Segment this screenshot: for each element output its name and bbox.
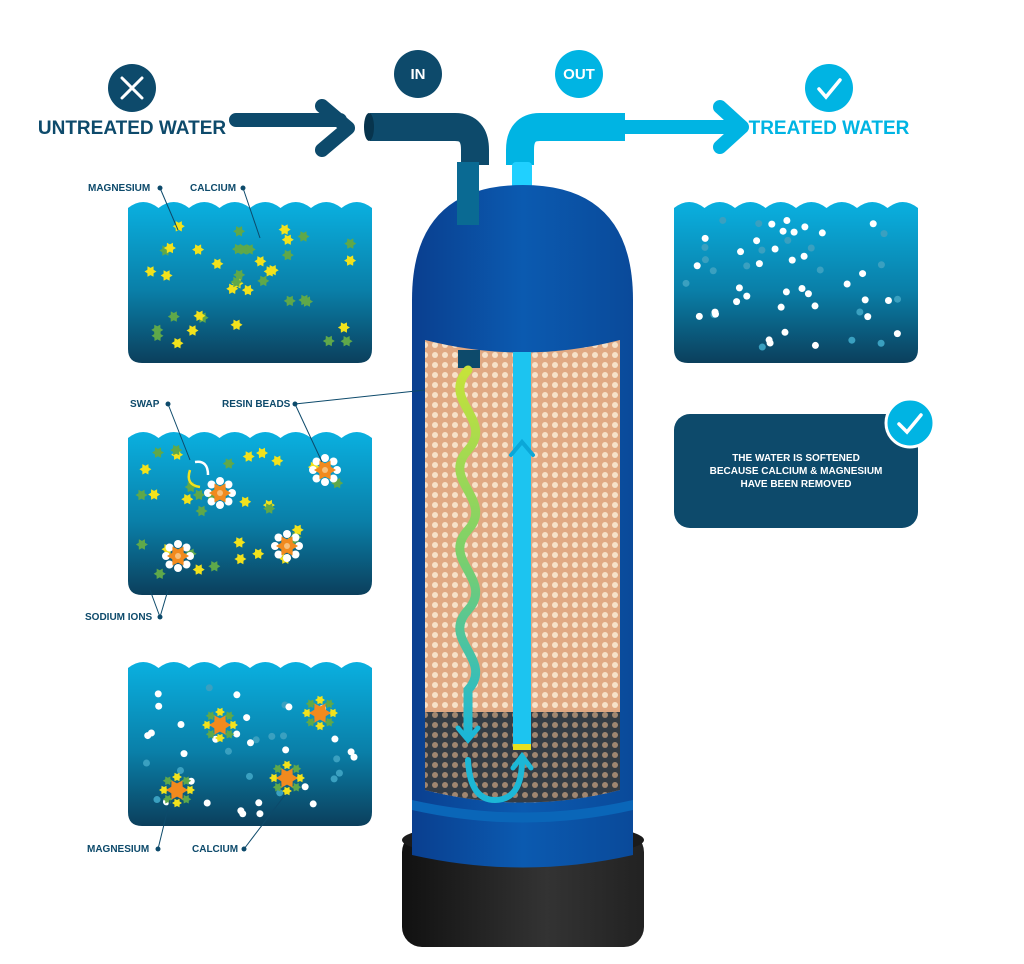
- hard-water-labels: MAGNESIUM CALCIUM: [88, 183, 261, 239]
- swap-labels: SWAP RESIN BEADS SODIUM IONS: [85, 389, 426, 623]
- untreated-water-label: UNTREATED WATER: [38, 118, 227, 139]
- info-line-1: THE WATER IS SOFTENED: [732, 453, 860, 464]
- in-badge: [394, 50, 442, 98]
- captured-ions-panel: [128, 662, 372, 826]
- out-label: OUT: [563, 66, 595, 83]
- outlet-pipe: [506, 113, 625, 194]
- info-line-2: BECAUSE CALCIUM & MAGNESIUM: [710, 466, 883, 477]
- info-box: THE WATER IS SOFTENED BECAUSE CALCIUM & …: [674, 397, 936, 528]
- treated-status: TREATED WATER: [749, 64, 910, 139]
- flow-path: [455, 365, 480, 740]
- captured-labels: MAGNESIUM CALCIUM: [87, 794, 286, 855]
- x-icon-glyph: [120, 76, 144, 100]
- swap-label: SWAP: [130, 399, 160, 410]
- resin-beads-label: RESIN BEADS: [222, 399, 291, 410]
- out-badge: [555, 50, 603, 98]
- in-label: IN: [411, 66, 426, 83]
- magnesium-label-bottom: MAGNESIUM: [87, 844, 149, 855]
- ion-swap-panel: [128, 432, 372, 595]
- untreated-status: UNTREATED WATER: [38, 64, 227, 139]
- inlet-arrow: [229, 99, 355, 157]
- sodium-ions-label: SODIUM IONS: [85, 612, 153, 623]
- info-line-3: HAVE BEEN REMOVED: [741, 479, 852, 490]
- hard-water-panel: [128, 202, 372, 363]
- calcium-label-bottom: CALCIUM: [192, 844, 238, 855]
- riser-tube: [513, 352, 531, 750]
- softener-tank: [402, 185, 644, 947]
- magnesium-label: MAGNESIUM: [88, 183, 150, 194]
- check-icon: [805, 64, 853, 112]
- treated-water-label: TREATED WATER: [749, 118, 910, 139]
- check-icon: [884, 397, 936, 449]
- calcium-label: CALCIUM: [190, 183, 236, 194]
- outlet-arrow: [618, 100, 749, 154]
- treated-water-panel: [674, 202, 918, 363]
